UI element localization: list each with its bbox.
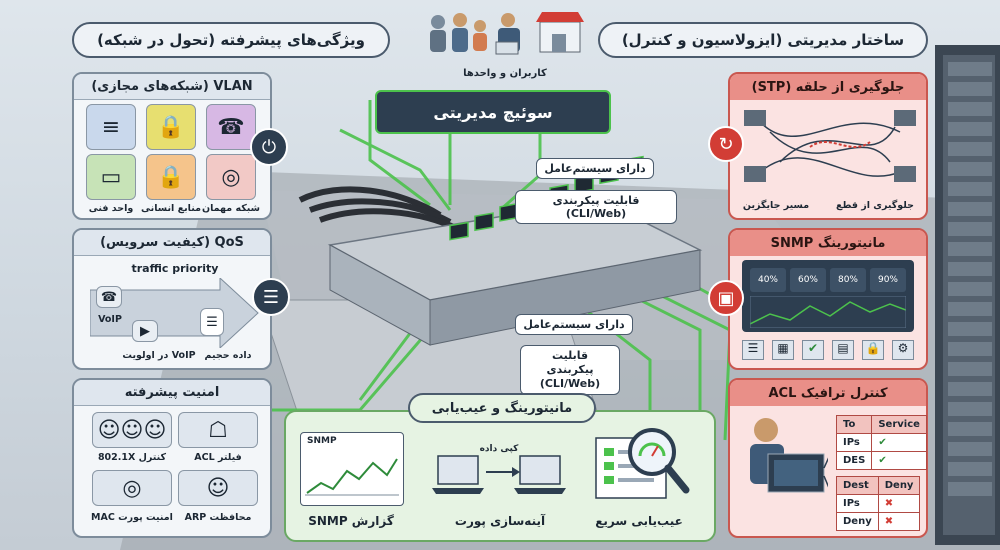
server-icon: ☰ <box>742 340 764 360</box>
security-item-8021x: کنترل 802.1X <box>97 452 167 463</box>
port-mirroring-label: آینه‌سازی پورت <box>454 514 546 528</box>
security-title: امنیت پیشرفته <box>74 380 270 406</box>
voip-priority-label: VoIP در اولویت <box>122 350 196 361</box>
gauge-1: 40% <box>750 268 786 292</box>
globe-icon: ◎ <box>206 154 256 200</box>
os-callout-top: دارای سیستم‌عامل <box>536 158 654 179</box>
gear-icon: ⚙ <box>892 340 914 360</box>
acl-allow-table: To Service IPs ✔ DES ✔ <box>835 415 927 470</box>
shield-check-icon: ✔ <box>802 340 824 360</box>
acl-deny-table: Dest Deny IPs ✖ Deny ✖ <box>836 476 921 531</box>
padlock-icon: 🔒 <box>862 340 884 360</box>
quick-troubleshoot-label: عیب‌یابی سریع <box>595 514 683 528</box>
storage-icon: ▤ <box>832 340 854 360</box>
stp-title: جلوگیری از حلقه (STP) <box>730 74 926 100</box>
vlan-item-guest: شبکه مهمان <box>201 203 260 214</box>
device-icon: ▦ <box>772 340 794 360</box>
network-globe-icon: ◎ <box>92 470 172 506</box>
snmp-graph <box>750 296 906 328</box>
stp-panel: جلوگیری از حلقه (STP) <box>728 72 928 220</box>
phone-icon: ☎ <box>96 286 122 308</box>
port-mirroring-diagram <box>432 455 566 494</box>
snmp-report-label: گزارش SNMP <box>308 514 394 528</box>
sliders-icon: ☰ <box>252 278 290 316</box>
config-callout-bottom-line3: (CLI/Web) <box>539 377 601 390</box>
managed-switch-title-text: سوئیچ مدیریتی <box>433 102 553 122</box>
check-icon: ✔ <box>871 451 927 470</box>
lock-icon: 🔒 <box>146 104 196 150</box>
document-icon: ☰ <box>200 308 224 336</box>
cross-icon: ✖ <box>877 512 921 531</box>
loop-network-diagram <box>744 110 916 182</box>
config-callout-top-line2: قابلیت پیکربندی (CLI/Web) <box>552 194 640 220</box>
users-illustration <box>430 12 584 55</box>
admin-user-illustration <box>750 418 828 493</box>
shield-icon: ☖ <box>178 412 258 448</box>
monitoring-title: مانیتورینگ و عیب‌یابی <box>408 393 596 423</box>
bulk-data-label: داده حجیم <box>204 350 252 361</box>
security-item-mac: امنیت پورت MAC <box>91 512 173 523</box>
snmp-report-screen: SNMP <box>300 432 404 506</box>
cross-icon: ✖ <box>877 494 921 513</box>
loop-refresh-icon: ↻ <box>708 126 744 162</box>
snmp-report-tag: SNMP <box>307 436 337 446</box>
snmp-report-chart <box>305 458 399 496</box>
acl-deny-header-deny: Deny <box>877 476 921 495</box>
video-icon: ▶ <box>132 320 158 342</box>
voip-label-top: VoIP <box>98 314 122 325</box>
acl-allow-row2-label: DES <box>835 451 873 470</box>
quick-troubleshoot-illustration <box>595 428 690 499</box>
config-callout-top: قابلیت پیکربندی (CLI/Web) <box>515 190 677 224</box>
acl-allow-header-service: Service <box>871 415 927 434</box>
acl-allow-header-to: To <box>835 415 873 434</box>
lock-hr-icon: 🔒 <box>146 154 196 200</box>
qos-title: QoS (کیفیت سرویس) <box>74 230 270 256</box>
monitor-alert-icon: ▣ <box>708 280 744 316</box>
gauge-4: 90% <box>870 268 906 292</box>
acl-deny-row1-label: IPs <box>836 494 879 513</box>
config-callout-bottom-line2: قابلیت پیکربندی <box>546 349 594 376</box>
os-callout-bottom-line1: دارای سیستم‌عامل <box>523 318 625 331</box>
managed-switch-title: سوئیچ مدیریتی <box>375 90 611 134</box>
arp-guard-icon: ☺ <box>178 470 258 506</box>
security-panel: امنیت پیشرفته <box>72 378 272 538</box>
acl-title: کنترل ترافیک ACL <box>730 380 926 406</box>
users-label: کاربران و واحدها <box>463 68 547 79</box>
vlan-item-hr: منابع انسانی <box>141 203 201 214</box>
management-structure-title: ساختار مدیریتی (ایزولاسیون و کنترل) <box>598 22 928 58</box>
security-item-arp: محافظت ARP <box>184 512 252 523</box>
monitor-icon: ▭ <box>86 154 136 200</box>
management-structure-title-text: ساختار مدیریتی (ایزولاسیون و کنترل) <box>621 31 905 49</box>
gauge-3: 80% <box>830 268 866 292</box>
copy-data-label: کپی داده <box>479 444 519 454</box>
stp-prevent-label: جلوگیری از قطع <box>835 200 914 211</box>
group-icon: ☺☺☺ <box>92 412 172 448</box>
plug-icon: ⏻ <box>250 128 288 166</box>
headset-icon: ☎ <box>206 104 256 150</box>
traffic-priority-label: traffic priority <box>131 262 219 275</box>
snmp-title: مانیتورینگ SNMP <box>730 230 926 256</box>
config-callout-bottom: قابلیت پیکربندی (CLI/Web) <box>520 345 620 395</box>
check-icon: ✔ <box>871 433 927 452</box>
acl-allow-row1-label: IPs <box>835 433 873 452</box>
monitoring-title-text: مانیتورینگ و عیب‌یابی <box>431 400 573 416</box>
security-item-acl: فیلتر ACL <box>194 452 242 463</box>
vlan-item-tech: واحد فنی <box>88 203 134 214</box>
acl-deny-row2-label: Deny <box>836 512 879 531</box>
os-callout-bottom: دارای سیستم‌عامل <box>515 314 633 335</box>
advanced-features-title: ویژگی‌های پیشرفته (تحول در شبکه) <box>72 22 390 58</box>
vlan-title: VLAN (شبکه‌های مجازی) <box>74 74 270 100</box>
os-callout-top-line1: دارای سیستم‌عامل <box>544 162 646 175</box>
stp-alt-path-label: مسیر جایگزین <box>742 200 810 211</box>
advanced-features-title-text: ویژگی‌های پیشرفته (تحول در شبکه) <box>97 31 365 49</box>
gauge-2: 60% <box>790 268 826 292</box>
code-window-icon: ≡ <box>86 104 136 150</box>
acl-deny-header-dest: Dest <box>836 476 879 495</box>
snmp-device-row: ☰ ▦ ✔ ▤ 🔒 ⚙ <box>742 340 914 362</box>
